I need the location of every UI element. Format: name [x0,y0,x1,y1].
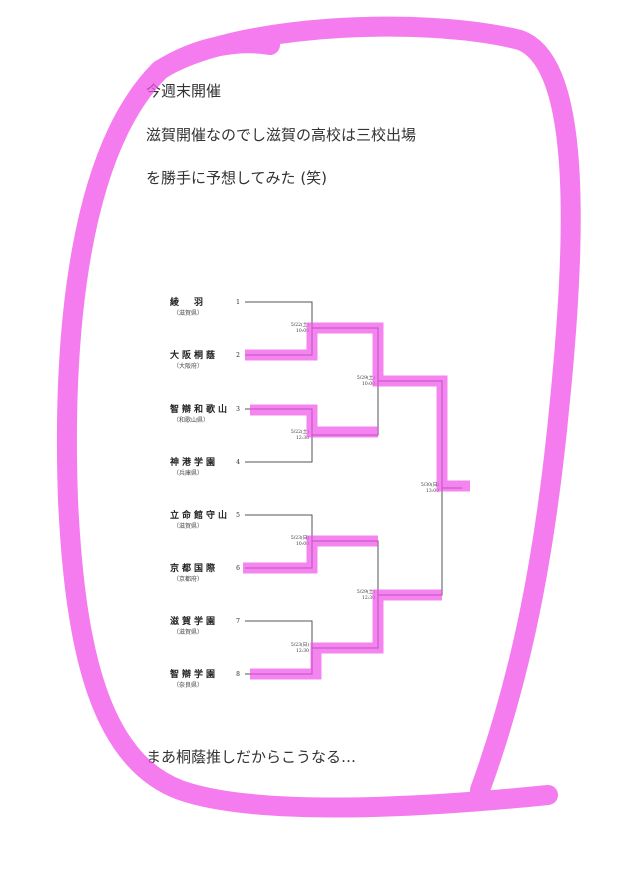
team-prefecture: （兵庫県） [173,469,203,477]
match-time: 10:00 [296,541,309,547]
match-time: 12:30 [296,648,309,654]
team-name: 智辯学園 [170,668,218,680]
match-date: 5/23(日) [291,534,309,541]
team-prefecture: （滋賀県） [173,309,203,317]
team-prefecture: （滋賀県） [173,628,203,636]
match-date: 5/29(土) [357,374,375,381]
team-name: 神港学園 [170,456,218,468]
team-seed-number: 4 [236,459,240,466]
team-prefecture: （京都府） [173,575,203,583]
team-seed-number: 5 [236,512,240,519]
highlight-marks [243,322,470,680]
post-line-2: 滋賀開催なのでし滋賀の高校は三校出場 [146,126,417,144]
team-prefecture: （大阪府） [173,362,203,370]
match-date: 5/22(土) [291,321,309,328]
circle-highlight [56,16,581,818]
post-line-3: を勝手に予想してみた (笑) [146,169,328,187]
match-time: 12:30 [296,435,309,441]
match-time: 10:00 [296,328,309,334]
team-name: 大阪桐蔭 [170,349,218,361]
team-name: 京都国際 [170,562,218,574]
team-prefecture: （滋賀県） [173,522,203,530]
final-time: 13:00 [426,488,439,494]
final-date: 5/30(日) [421,481,439,488]
team-seed-number: 1 [236,299,240,306]
match-date: 5/29(土) [357,588,375,595]
team-name: 滋賀学園 [170,615,218,627]
post-footer: まあ桐蔭推しだからこうなる… [146,748,357,766]
match-date: 5/22(土) [291,428,309,435]
team-name: 綾 羽 [170,296,206,308]
team-seed-number: 6 [236,565,240,572]
team-seed-number: 3 [236,406,240,413]
team-name: 智辯和歌山 [170,403,230,415]
team-prefecture: （和歌山県） [173,416,209,424]
team-prefecture: （奈良県） [173,681,203,689]
match-time: 10:00 [362,381,375,387]
team-seed-number: 8 [236,671,240,678]
match-date: 5/23(日) [291,641,309,648]
team-seed-number: 2 [236,352,240,359]
post-line-1: 今週末開催 [146,82,222,100]
match-time: 12:30 [362,595,375,601]
team-seed-number: 7 [236,618,240,625]
team-name: 立命館守山 [170,509,230,521]
